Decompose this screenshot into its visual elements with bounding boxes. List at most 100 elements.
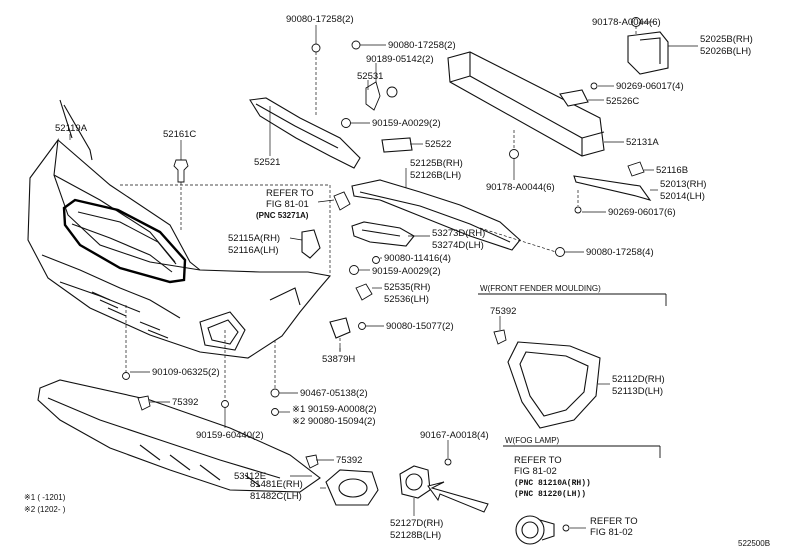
label-75392-c: 75392 — [490, 306, 516, 317]
bracket-52531 — [365, 81, 381, 111]
nut-90467 — [270, 388, 280, 398]
nut-90080-top-b — [311, 43, 321, 53]
bracket-52526c — [559, 89, 589, 107]
label-refer1-a: REFER TO — [266, 188, 314, 199]
label-refer1-c: (PNC 53271A) — [256, 211, 309, 220]
label-90178-a0044-top: 90178-A0044(6) — [592, 17, 661, 28]
bolt-90109 — [122, 372, 130, 380]
label-90189-05142: 90189-05142(2) — [366, 54, 434, 65]
bolt-90159-60440 — [221, 400, 229, 408]
label-52128b: 52128B(LH) — [390, 530, 441, 541]
label-90080-15094: ※2 90080-15094(2) — [292, 416, 376, 427]
label-90080-17258-b: 90080-17258(2) — [388, 40, 456, 51]
bolt-refer3 — [562, 524, 570, 532]
nut-90159-b — [349, 265, 359, 275]
label-90167-a0018: 90167-A0018(4) — [420, 430, 489, 441]
label-52115a: 52115A(RH) — [228, 233, 280, 244]
label-53273d: 53273D(RH) — [432, 228, 485, 239]
bolt-90080-15077 — [358, 322, 366, 330]
label-52112d: 52112D(RH) — [612, 374, 665, 385]
figure-code: 522500B — [738, 539, 770, 548]
label-refer2-c: (PNC 81210A(RH)) — [514, 479, 591, 488]
label-90109-06325: 90109-06325(2) — [152, 367, 220, 378]
bolt-90167 — [444, 458, 452, 466]
support-53273d — [351, 221, 415, 247]
label-90080-17258-4: 90080-17258(4) — [586, 247, 654, 258]
label-52127d: 52127D(RH) — [390, 518, 443, 529]
fender-moulding — [507, 341, 601, 429]
label-52131a: 52131A — [626, 137, 659, 148]
label-90080-11416: 90080-11416(4) — [384, 253, 451, 264]
label-81482c: 81482C(LH) — [250, 491, 302, 502]
label-53112e: 53112E — [234, 471, 266, 482]
bracket-52025b — [627, 31, 669, 75]
label-52522: 52522 — [425, 139, 451, 150]
clip-75392-a — [137, 395, 151, 411]
bumper-cover — [27, 99, 332, 359]
label-52521: 52521 — [254, 157, 280, 168]
bolt-90159-a0008 — [271, 408, 279, 416]
bracket-53271a — [333, 191, 351, 211]
nut-90159-a — [341, 118, 351, 128]
label-refer3-b: FIG 81-02 — [590, 527, 633, 538]
label-90269-06017-b: 90269-06017(6) — [608, 207, 676, 218]
bracket-52521 — [249, 97, 361, 169]
beam-52131a — [447, 51, 605, 157]
label-90080-17258-top: 90080-17258(2) — [286, 14, 354, 25]
label-52125b: 52125B(RH) — [410, 158, 463, 169]
bracket-52013 — [573, 175, 652, 201]
direction-arrow — [427, 481, 489, 513]
fog-cover — [325, 469, 379, 506]
label-52014: 52014(LH) — [660, 191, 705, 202]
clip-90189 — [386, 86, 398, 98]
leader-lines — [69, 21, 698, 529]
fog-lamp-bracket — [399, 465, 431, 499]
grille-outline — [62, 198, 187, 284]
label-refer3-a: REFER TO — [590, 516, 638, 527]
label-52025b: 52025B(RH) — [700, 34, 753, 45]
label-90178-a0044-b: 90178-A0044(6) — [486, 182, 555, 193]
label-refer2-a: REFER TO — [514, 455, 562, 466]
bracket-52522 — [381, 137, 413, 153]
label-90159-60440: 90159-60440(2) — [196, 430, 264, 441]
label-90159-a0029-b: 90159-A0029(2) — [372, 266, 441, 277]
label-refer1-b: FIG 81-01 — [266, 199, 309, 210]
label-box1-title: W(FRONT FENDER MOULDING) — [480, 284, 601, 293]
lower-spoiler — [37, 379, 321, 493]
label-box2-title: W(FOG LAMP) — [505, 436, 560, 445]
bracket-52115a — [301, 229, 321, 259]
label-52116a: 52116A(LH) — [228, 245, 279, 256]
clip-52116b — [627, 161, 645, 177]
label-53879h: 53879H — [322, 354, 355, 365]
label-90159-a0008: ※1 90159-A0008(2) — [292, 404, 377, 415]
label-53274d: 53274D(LH) — [432, 240, 484, 251]
part-labels: 90080-17258(2) 90080-17258(2) 90189-0514… — [24, 14, 770, 548]
bolt-90269-b — [574, 206, 582, 214]
nut-90178-b — [509, 149, 519, 159]
nut-90080-top — [351, 40, 361, 50]
label-52113d: 52113D(LH) — [612, 386, 663, 397]
label-90080-15077: 90080-15077(2) — [386, 321, 454, 332]
label-52161c: 52161C — [163, 129, 196, 140]
label-52526c: 52526C — [606, 96, 639, 107]
label-75392-b: 75392 — [336, 455, 362, 466]
label-90467-05138: 90467-05138(2) — [300, 388, 368, 399]
label-90269-06017-a: 90269-06017(4) — [616, 81, 684, 92]
label-52116b: 52116B — [656, 165, 688, 176]
clip-75392-b — [305, 454, 319, 469]
bracket-52535 — [355, 283, 373, 301]
bolt-90080-11416 — [372, 256, 380, 264]
clip-53879h — [329, 317, 351, 339]
reinforcement-52125b — [351, 179, 521, 251]
label-note2: ※2 (1202- ) — [24, 505, 66, 514]
label-note1: ※1 ( -1201) — [24, 493, 66, 502]
clip-52161c — [173, 159, 189, 230]
bolt-90269-a — [590, 82, 598, 90]
label-52026b: 52026B(LH) — [700, 46, 751, 57]
label-52119a: 52119A — [55, 123, 88, 134]
label-75392-a: 75392 — [172, 397, 198, 408]
fog-lamp — [515, 515, 555, 545]
clip-75392-c — [493, 329, 507, 345]
